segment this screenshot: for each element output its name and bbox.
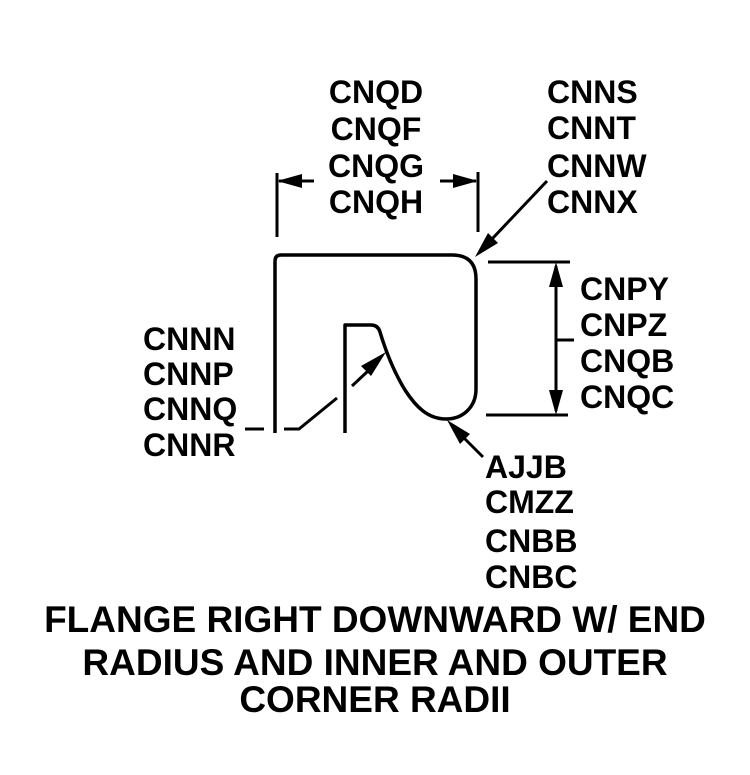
inner-corner-radius-label: CNNN — [143, 321, 235, 357]
inner-corner-radius-label: CNNR — [143, 427, 235, 463]
flange-width-label: CNQD — [329, 74, 423, 110]
inner-corner-leader-bend — [284, 396, 338, 431]
width-dim-arrow-left-icon — [277, 174, 302, 188]
inner-corner-leader — [245, 352, 386, 431]
height-dim-arrow-up-icon — [549, 262, 563, 287]
flange-profile-outline — [273, 253, 478, 433]
outer-corner-radius-label: CNNX — [547, 184, 638, 220]
outer-corner-arrow-icon — [475, 233, 498, 257]
end-radius-label: CMZZ — [485, 484, 574, 520]
flange-width-labels: CNQD CNQF CNQG CNQH — [328, 74, 424, 220]
flange-width-label: CNQG — [328, 148, 424, 184]
height-dimension — [486, 260, 574, 417]
flange-height-label: CNQB — [580, 343, 674, 379]
end-radius-label: CNBC — [485, 559, 577, 595]
end-radius-leader — [447, 420, 485, 459]
end-radius-labels: AJJB CMZZ CNBB CNBC — [485, 449, 577, 595]
inner-corner-radius-label: CNNQ — [143, 391, 237, 427]
width-dimension — [275, 172, 480, 237]
flange-height-label: CNQC — [580, 379, 674, 415]
flange-height-label: CNPY — [580, 271, 669, 307]
figure-caption: FLANGE RIGHT DOWNWARD W/ END RADIUS AND … — [44, 599, 706, 720]
end-radius-label: AJJB — [485, 449, 567, 485]
height-dim-arrow-down-icon — [549, 390, 563, 415]
outer-corner-leader-line — [490, 179, 549, 241]
inner-corner-leader-diagonal — [350, 369, 370, 388]
flange-height-label: CNPZ — [580, 307, 667, 343]
flange-width-label: CNQH — [329, 184, 423, 220]
outer-corner-radius-label: CNNW — [547, 148, 647, 184]
flange-height-labels: CNPY CNPZ CNQB CNQC — [580, 271, 674, 415]
outer-corner-leader — [475, 179, 549, 257]
outer-corner-radius-labels: CNNS CNNT CNNW CNNX — [547, 74, 647, 220]
inner-corner-arrow-icon — [361, 352, 386, 376]
outer-corner-radius-label: CNNT — [547, 110, 636, 146]
end-radius-arrow-icon — [447, 420, 470, 444]
end-radius-leader-line — [462, 436, 485, 459]
caption-line-1: FLANGE RIGHT DOWNWARD W/ END — [44, 599, 706, 640]
outer-corner-radius-label: CNNS — [547, 74, 638, 110]
inner-corner-radius-labels: CNNN CNNP CNNQ CNNR — [143, 321, 237, 463]
caption-line-3: CORNER RADII — [239, 679, 510, 720]
end-radius-label: CNBB — [485, 523, 577, 559]
caption-line-2: RADIUS AND INNER AND OUTER — [82, 642, 667, 683]
flange-width-label: CNQF — [331, 111, 422, 147]
inner-corner-radius-label: CNNP — [143, 356, 234, 392]
width-dim-arrow-right-icon — [453, 174, 478, 188]
